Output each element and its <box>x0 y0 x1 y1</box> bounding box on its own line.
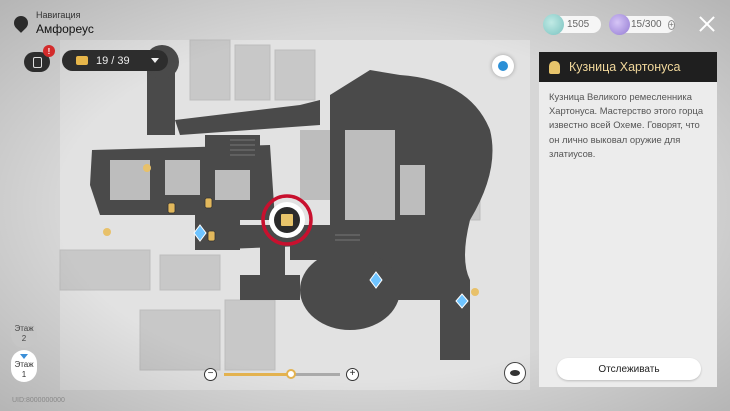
zoom-out-button[interactable]: − <box>204 368 217 381</box>
zoom-slider-handle[interactable] <box>286 369 297 379</box>
location-info-panel: Кузница Хартонуса Кузница Великого ремес… <box>539 52 717 387</box>
lamp-icon <box>207 230 216 242</box>
compass-icon <box>498 61 508 71</box>
space-anchor-icon <box>369 271 383 289</box>
chest-count: 19 / 39 <box>96 54 130 67</box>
chest-icon <box>76 56 88 65</box>
navigation-header: Навигация Амфореус <box>11 10 94 36</box>
lamp-markers[interactable] <box>167 197 216 242</box>
lamp-icon <box>167 202 176 214</box>
location-icon <box>510 370 520 376</box>
document-icon <box>32 56 42 68</box>
map-legend-button[interactable] <box>492 55 514 77</box>
teleport-markers[interactable] <box>193 224 469 309</box>
dropdown-arrow-icon <box>151 58 159 63</box>
map-pin-icon <box>11 13 31 33</box>
add-power-icon[interactable]: + <box>667 19 675 30</box>
space-anchor-icon <box>193 224 207 242</box>
navigation-title: Навигация <box>36 10 81 20</box>
selected-forge-marker[interactable] <box>261 194 313 246</box>
stellar-jade-counter: 1505 <box>543 14 601 35</box>
floor-2-button[interactable]: Этаж 2 <box>11 320 37 348</box>
recenter-button[interactable] <box>504 362 526 384</box>
stellar-jade-icon <box>543 14 564 35</box>
track-button[interactable]: Отслеживать <box>557 358 701 380</box>
location-name: Амфореус <box>36 22 94 36</box>
lamp-icon <box>204 197 213 209</box>
space-anchor-icon <box>455 293 469 309</box>
trailblaze-power-icon <box>609 14 630 35</box>
floor-1-button[interactable]: Этаж 1 <box>11 350 37 382</box>
chest-counter-dropdown[interactable]: 19 / 39 <box>62 50 168 71</box>
close-icon[interactable] <box>697 14 717 34</box>
trailblaze-power-value: 15/300 <box>631 19 662 30</box>
floor-number: 2 <box>21 334 27 343</box>
chest-icon <box>471 288 479 296</box>
chest-icon <box>103 228 111 236</box>
floor-label: Этаж <box>14 324 34 333</box>
floor-number: 1 <box>21 370 27 379</box>
trailblaze-power-counter[interactable]: 15/300 + <box>609 14 675 35</box>
chest-markers[interactable] <box>103 164 479 296</box>
floor-label: Этаж <box>14 360 34 369</box>
mission-log-button[interactable]: ! <box>24 45 55 72</box>
notification-badge: ! <box>43 45 55 57</box>
zoom-in-button[interactable]: + <box>346 368 359 381</box>
panel-header: Кузница Хартонуса <box>539 52 717 82</box>
panel-description: Кузница Великого ремесленника Хартонуса.… <box>549 91 704 159</box>
stellar-jade-value: 1505 <box>567 19 590 30</box>
uid-label: UID:8000000000 <box>12 397 65 404</box>
zoom-slider-fill <box>224 373 292 376</box>
zoom-slider[interactable] <box>224 369 340 379</box>
chest-icon <box>143 164 151 172</box>
panel-title: Кузница Хартонуса <box>569 60 681 74</box>
forge-icon <box>549 60 560 74</box>
